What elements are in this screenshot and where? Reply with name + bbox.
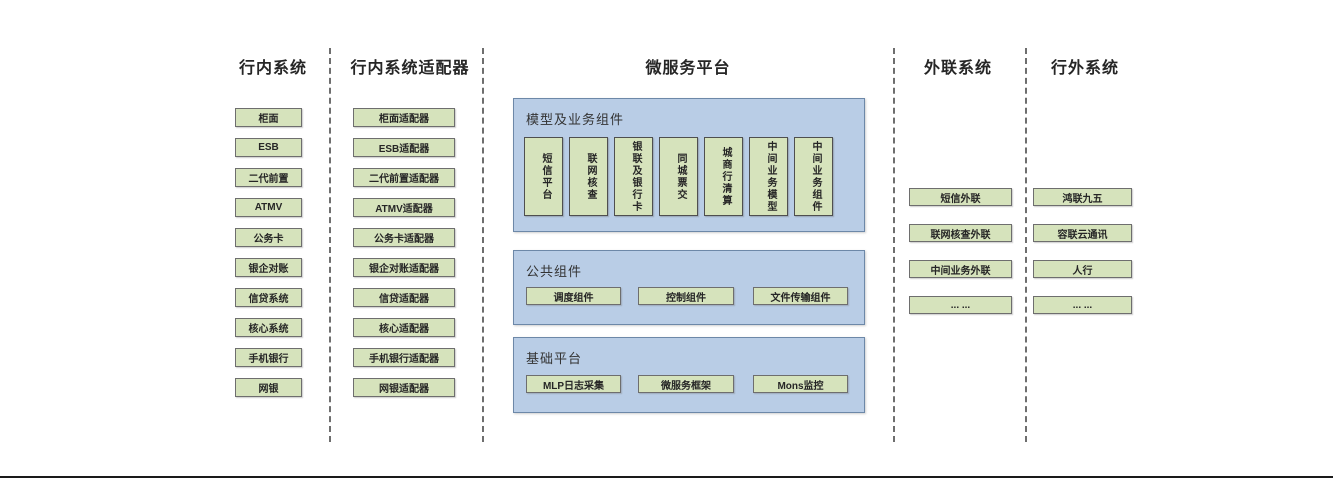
component-node: 同城票交 xyxy=(659,137,698,216)
external-link-systems-list: 短信外联 联网核查外联 中间业务外联 ... ... xyxy=(909,188,1012,314)
system-node: 二代前置 xyxy=(235,168,302,187)
panel-model-business-components: 模型及业务组件 短信平台 联网核查 银联及银行卡 同城票交 城商行清算 中间业务… xyxy=(513,98,865,232)
system-node: 信贷系统 xyxy=(235,288,302,307)
external-link-node: 短信外联 xyxy=(909,188,1012,206)
column-separator xyxy=(329,48,331,442)
component-node: 控制组件 xyxy=(638,287,734,305)
component-node: Mons监控 xyxy=(753,375,848,393)
outside-system-node: ... ... xyxy=(1033,296,1132,314)
adapter-node: ESB适配器 xyxy=(353,138,455,157)
column-header-internal-adapters: 行内系统适配器 xyxy=(350,60,470,77)
system-node: 网银 xyxy=(235,378,302,397)
adapter-node: ATMV适配器 xyxy=(353,198,455,217)
system-node: ATMV xyxy=(235,198,302,217)
component-node: 中间业务模型 xyxy=(749,137,788,216)
system-node: ESB xyxy=(235,138,302,157)
column-header-outside-bank-systems: 行外系统 xyxy=(1050,60,1119,77)
system-node: 银企对账 xyxy=(235,258,302,277)
component-node: 短信平台 xyxy=(524,137,563,216)
adapter-node: 柜面适配器 xyxy=(353,108,455,127)
column-header-microservice-platform: 微服务平台 xyxy=(645,60,731,77)
adapter-node: 公务卡适配器 xyxy=(353,228,455,247)
outside-system-node: 鸿联九五 xyxy=(1033,188,1132,206)
external-link-node: 联网核查外联 xyxy=(909,224,1012,242)
component-node: 文件传输组件 xyxy=(753,287,848,305)
outside-system-node: 人行 xyxy=(1033,260,1132,278)
column-header-external-link-systems: 外联系统 xyxy=(923,60,992,77)
panel-base-platform: 基础平台 MLP日志采集 微服务框架 Mons监控 xyxy=(513,337,865,413)
system-node: 核心系统 xyxy=(235,318,302,337)
component-node: 银联及银行卡 xyxy=(614,137,653,216)
internal-adapters-list: 柜面适配器 ESB适配器 二代前置适配器 ATMV适配器 公务卡适配器 银企对账… xyxy=(353,108,455,397)
column-separator xyxy=(1025,48,1027,442)
component-node: 微服务框架 xyxy=(638,375,734,393)
component-node: 城商行清算 xyxy=(704,137,743,216)
adapter-node: 信贷适配器 xyxy=(353,288,455,307)
adapter-node: 核心适配器 xyxy=(353,318,455,337)
bottom-rule xyxy=(0,476,1333,478)
external-link-node: ... ... xyxy=(909,296,1012,314)
component-node: 联网核查 xyxy=(569,137,608,216)
panel-title: 模型及业务组件 xyxy=(526,112,625,127)
internal-systems-list: 柜面 ESB 二代前置 ATMV 公务卡 银企对账 信贷系统 核心系统 手机银行… xyxy=(235,108,302,397)
panel-common-components: 公共组件 调度组件 控制组件 文件传输组件 xyxy=(513,250,865,325)
column-separator xyxy=(482,48,484,442)
external-link-node: 中间业务外联 xyxy=(909,260,1012,278)
outside-system-node: 容联云通讯 xyxy=(1033,224,1132,242)
outside-bank-systems-list: 鸿联九五 容联云通讯 人行 ... ... xyxy=(1033,188,1132,314)
vertical-component-row: 短信平台 联网核查 银联及银行卡 同城票交 城商行清算 中间业务模型 中间业务组… xyxy=(524,137,833,216)
panel-title: 基础平台 xyxy=(526,351,583,366)
component-node: MLP日志采集 xyxy=(526,375,621,393)
system-node: 手机银行 xyxy=(235,348,302,367)
panel-title: 公共组件 xyxy=(526,264,583,279)
adapter-node: 手机银行适配器 xyxy=(353,348,455,367)
component-node: 中间业务组件 xyxy=(794,137,833,216)
component-node: 调度组件 xyxy=(526,287,621,305)
adapter-node: 银企对账适配器 xyxy=(353,258,455,277)
system-node: 柜面 xyxy=(235,108,302,127)
adapter-node: 网银适配器 xyxy=(353,378,455,397)
adapter-node: 二代前置适配器 xyxy=(353,168,455,187)
column-separator xyxy=(893,48,895,442)
system-node: 公务卡 xyxy=(235,228,302,247)
column-header-internal-systems: 行内系统 xyxy=(238,60,307,77)
